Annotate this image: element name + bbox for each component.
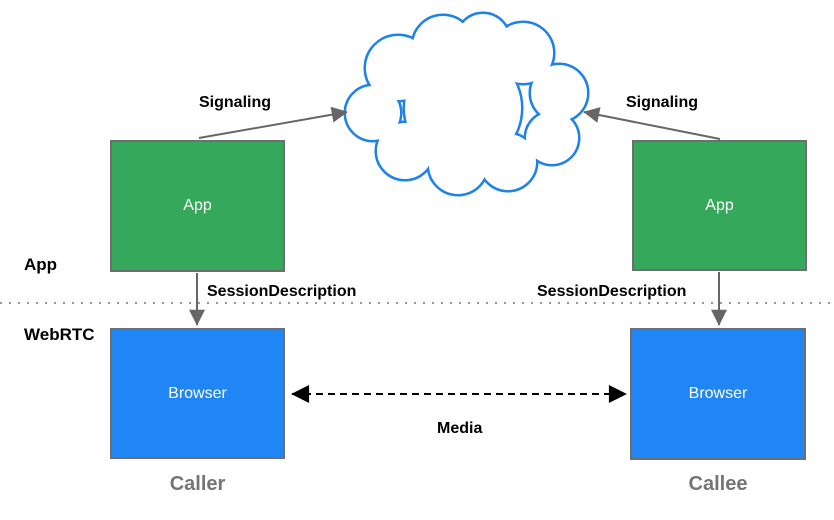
session-description-label-right: SessionDescription — [535, 283, 689, 301]
layer-label-app: App — [24, 255, 58, 274]
callee-browser-label: Browser — [688, 385, 748, 402]
callee-app-label: App — [705, 196, 734, 214]
caller-app-label: App — [183, 197, 212, 214]
caller-role-label: Caller — [169, 473, 226, 495]
callee-role-label: Callee — [688, 473, 748, 495]
layer-label-webrtc: WebRTC — [24, 325, 95, 344]
caller-browser-box: Browser — [110, 328, 285, 459]
caller-browser-label: Browser — [168, 384, 227, 402]
callee-app-box: App — [632, 140, 807, 271]
signaling-label-left: Signaling — [199, 94, 271, 111]
signaling-label-right: Signaling — [626, 94, 698, 111]
signaling-cloud-icon — [343, 11, 590, 197]
signaling-arrow-right — [583, 107, 721, 140]
signaling-arrow-left — [198, 106, 348, 139]
media-label: Media — [437, 420, 483, 437]
session-description-label-left: SessionDescription — [205, 283, 359, 301]
callee-browser-box: Browser — [630, 328, 806, 460]
caller-app-box: App — [110, 140, 285, 272]
